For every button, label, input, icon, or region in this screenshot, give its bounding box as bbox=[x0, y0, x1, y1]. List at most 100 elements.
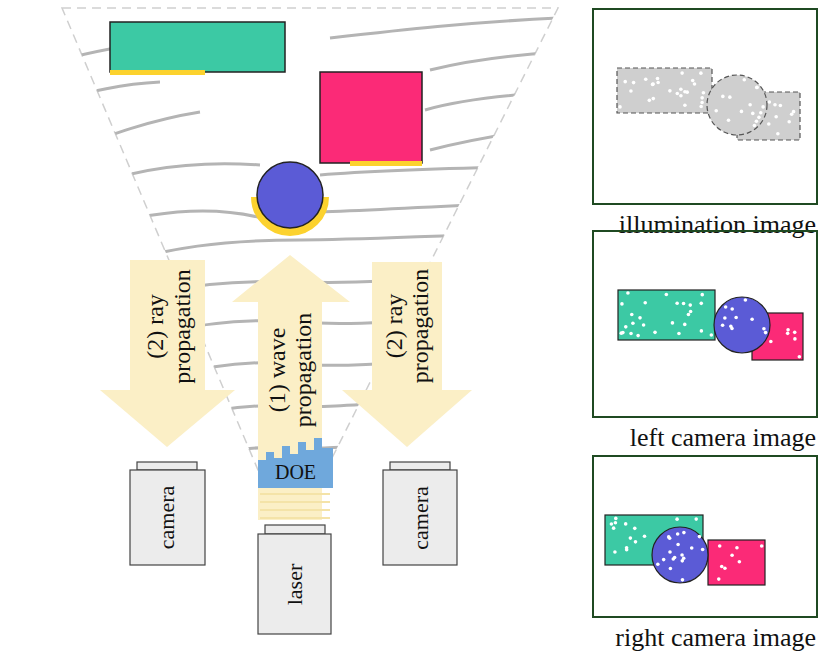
speckle-dot bbox=[721, 324, 725, 328]
speckle-dot bbox=[644, 77, 648, 81]
panel-caption: right camera image bbox=[615, 624, 816, 653]
panel-caption: left camera image bbox=[630, 424, 816, 453]
speckle-dot bbox=[757, 116, 761, 120]
speckle-dot bbox=[624, 325, 628, 329]
speckle-dot bbox=[748, 103, 752, 107]
speckle-dot bbox=[779, 104, 783, 108]
speckle-dot bbox=[751, 112, 755, 116]
speckle-dot bbox=[798, 355, 802, 359]
speckle-dot bbox=[728, 95, 732, 99]
laser-beam bbox=[260, 494, 330, 518]
speckle-dot bbox=[753, 124, 757, 128]
shape-label: (2) ray propagation bbox=[372, 262, 442, 390]
speckle-dot bbox=[651, 83, 655, 87]
shape-label: DOE bbox=[258, 456, 333, 488]
pink-object bbox=[320, 72, 422, 163]
left-image-content bbox=[618, 290, 803, 360]
speckle-dot bbox=[629, 89, 633, 93]
speckle-dot bbox=[676, 543, 680, 547]
speckle-dot bbox=[679, 94, 683, 98]
speckle-dot bbox=[683, 323, 687, 327]
speckle-dot bbox=[755, 119, 759, 123]
speckle-dot bbox=[682, 531, 686, 535]
wave-arrow: (1) wave propagation bbox=[258, 302, 322, 438]
speckle-dot bbox=[786, 328, 790, 332]
camera-box: camera bbox=[383, 470, 457, 565]
speckle-dot bbox=[681, 578, 685, 582]
speckle-dot bbox=[621, 331, 625, 335]
speckle-dot bbox=[744, 298, 748, 302]
ray-arrow: (2) ray propagation bbox=[130, 262, 205, 390]
speckle-dot bbox=[652, 97, 656, 101]
speckle-dot bbox=[787, 120, 791, 124]
speckle-dot bbox=[714, 109, 718, 113]
image-panel: illumination image bbox=[592, 8, 818, 205]
panel-caption: illumination image bbox=[619, 211, 816, 240]
speckle-dot bbox=[762, 327, 766, 331]
speckle-dot bbox=[724, 305, 728, 309]
speckle-dot bbox=[629, 332, 633, 336]
speckle-dot bbox=[759, 111, 763, 115]
speckle-dot bbox=[656, 77, 660, 81]
speckle-dot bbox=[755, 86, 759, 90]
speckle-dot bbox=[734, 316, 738, 320]
speckle-dot bbox=[717, 577, 721, 581]
speckle-dot bbox=[767, 122, 771, 126]
speckle-dot bbox=[688, 303, 692, 307]
speckle-dot bbox=[632, 81, 636, 85]
speckle-dot bbox=[760, 544, 764, 548]
speckle-dot bbox=[626, 291, 630, 295]
speckle-dot bbox=[638, 316, 642, 320]
speckle-dot bbox=[730, 307, 734, 311]
speckle-dot bbox=[700, 96, 704, 100]
speckle-dot bbox=[636, 334, 640, 338]
speckle-dot bbox=[656, 81, 660, 85]
speckle-dot bbox=[755, 86, 759, 90]
speckle-dot bbox=[643, 301, 647, 305]
image-panel: right camera image bbox=[592, 455, 818, 618]
speckle-dot bbox=[730, 327, 734, 331]
speckle-dot bbox=[675, 92, 679, 96]
lit-edge bbox=[350, 161, 422, 166]
speckle-dot bbox=[769, 340, 773, 344]
speckle-dot bbox=[773, 103, 777, 107]
speckle-dot bbox=[680, 553, 684, 557]
blue-object bbox=[257, 162, 323, 228]
speckle-dot bbox=[764, 331, 768, 335]
speckle-dot bbox=[630, 313, 634, 317]
speckle-dot bbox=[727, 119, 731, 123]
speckle-dot bbox=[687, 313, 691, 317]
speckle-dot bbox=[699, 302, 703, 306]
speckle-dot bbox=[718, 544, 722, 548]
speckle-dot bbox=[720, 565, 724, 569]
speckle-dot bbox=[786, 332, 790, 336]
speckle-dot bbox=[710, 333, 714, 337]
speckle-dot bbox=[700, 293, 704, 297]
speckle-dot bbox=[702, 91, 706, 95]
speckle-dot bbox=[738, 560, 742, 564]
speckle-dot bbox=[633, 527, 637, 531]
speckle-dot bbox=[700, 329, 704, 333]
speckle-dot bbox=[634, 540, 638, 544]
lit-edge bbox=[110, 70, 205, 75]
right-image-content bbox=[605, 515, 765, 585]
speckle-dot bbox=[730, 553, 734, 557]
speckle-dot bbox=[668, 550, 672, 554]
speckle-dot bbox=[793, 337, 797, 341]
doe-element bbox=[258, 438, 333, 488]
speckle-dot bbox=[614, 517, 618, 521]
speckle-dot bbox=[625, 546, 629, 550]
ray-arrow: (2) ray propagation bbox=[372, 262, 442, 390]
speckle-dot bbox=[677, 332, 681, 336]
speckle-dot bbox=[631, 321, 635, 325]
speckle-dot bbox=[675, 517, 679, 521]
speckle-dot bbox=[612, 526, 616, 530]
speckle-dot bbox=[723, 316, 727, 320]
speckle-dot bbox=[618, 105, 622, 109]
speckle-dot bbox=[614, 521, 618, 525]
speckle-dot bbox=[774, 115, 778, 119]
speckle-dot bbox=[685, 90, 689, 94]
speckle-dot bbox=[668, 89, 672, 93]
speckle-dot bbox=[648, 99, 652, 103]
